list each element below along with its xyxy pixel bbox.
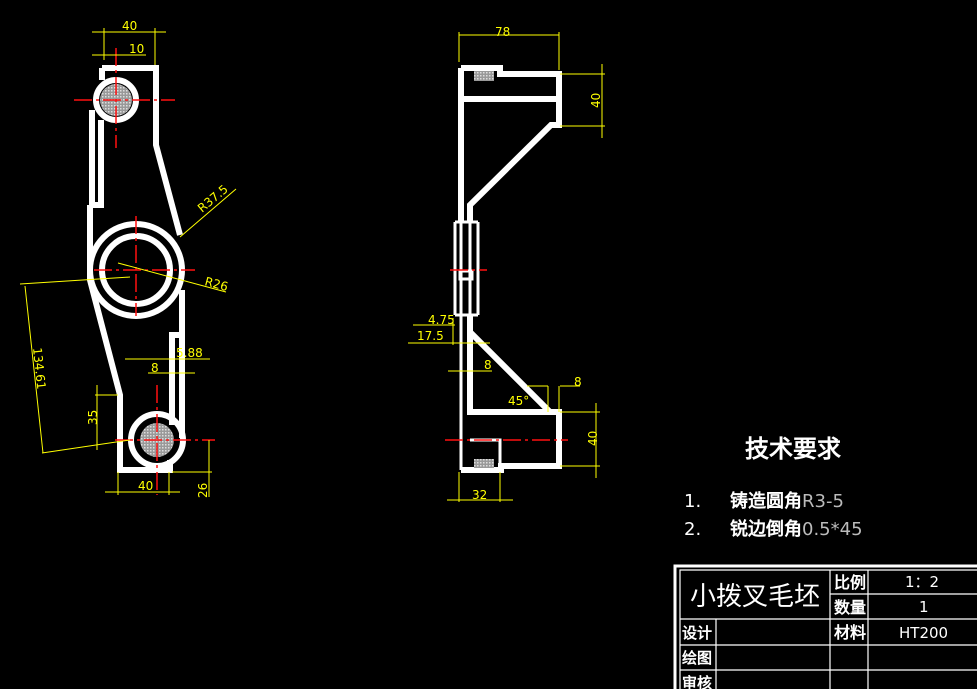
dim-rib-588: 5.88 (176, 346, 203, 360)
dim-r-inner: R26 (203, 274, 229, 294)
dim-width-78: 78 (495, 25, 510, 39)
title-block: 小拨叉毛坯 比例 1：2 数量 1 材料 HT200 设计 绘图 审核 (673, 564, 977, 689)
design-label: 设计 (682, 624, 712, 642)
scale-value: 1：2 (905, 573, 939, 591)
tech-req-title: 技术要求 (745, 435, 841, 463)
dim-top-height: 40 (589, 93, 603, 108)
dim-bottom-height-side: 40 (586, 431, 600, 446)
material-value: HT200 (899, 624, 948, 642)
front-view: 40 10 R37.5 R26 134.61 35 8 5.88 40 26 (19, 19, 237, 498)
dim-4-75: 4.75 (428, 313, 455, 327)
drawing-title: 小拨叉毛坯 (690, 582, 820, 612)
dim-height-35: 35 (86, 410, 100, 425)
dim-bottom-width: 40 (138, 479, 153, 493)
req-1-num: 1. (684, 491, 701, 512)
scale-label: 比例 (834, 573, 866, 592)
req-2-num: 2. (684, 519, 701, 540)
material-label: 材料 (834, 623, 866, 642)
dim-right-8: 8 (574, 375, 582, 389)
dim-top-offset: 10 (129, 42, 144, 56)
review-label: 审核 (682, 674, 712, 689)
dim-rib-8-side: 8 (484, 358, 492, 372)
req-1-label: 铸造圆角 (730, 490, 802, 512)
dim-angle: 45° (508, 394, 529, 408)
req-2-value: 0.5*45 (802, 519, 863, 540)
req-2-label: 锐边倒角 (730, 518, 802, 540)
dim-17-5: 17.5 (417, 329, 444, 343)
center-web (458, 269, 474, 281)
drawing-label: 绘图 (682, 649, 712, 667)
dim-rib-8: 8 (151, 361, 159, 375)
dim-bottom-height: 26 (196, 483, 210, 498)
side-view: 78 40 4.75 17.5 8 45° 8 40 32 (408, 25, 605, 502)
technical-requirements: 技术要求 1. 铸造圆角 R3-5 2. 锐边倒角 0.5*45 (684, 435, 863, 540)
qty-value: 1 (919, 598, 929, 616)
req-1-value: R3-5 (802, 491, 844, 512)
dim-top-width: 40 (122, 19, 137, 33)
dim-bottom-width-side: 32 (472, 488, 487, 502)
dim-slant-length: 134.61 (30, 347, 48, 390)
qty-label: 数量 (834, 598, 866, 617)
